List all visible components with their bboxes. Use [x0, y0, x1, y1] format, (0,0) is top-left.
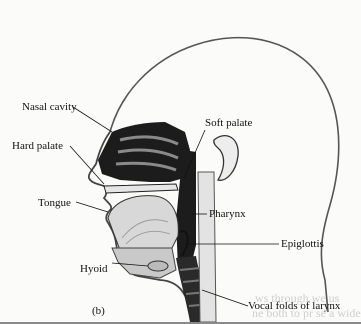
label-tongue: Tongue	[38, 197, 71, 209]
label-hyoid: Hyoid	[80, 263, 108, 275]
spine-column	[198, 172, 216, 322]
pointer-nasal-cavity	[73, 107, 112, 132]
label-hard-palate: Hard palate	[12, 140, 63, 152]
panel-label: (b)	[92, 305, 105, 317]
nasal-cavity-region	[98, 122, 190, 182]
ear-shape	[214, 136, 238, 181]
pointer-tongue	[76, 202, 108, 212]
label-pharynx: Pharynx	[209, 208, 246, 220]
hyoid-bone	[148, 261, 168, 271]
tongue-shape	[108, 196, 178, 250]
hard-palate-shape	[104, 184, 178, 193]
label-soft-palate: Soft palate	[205, 117, 252, 129]
label-vocal-folds: Vocal folds of larynx	[248, 300, 340, 312]
label-nasal-cavity: Nasal cavity	[22, 101, 77, 113]
label-epiglottis: Epiglottis	[281, 238, 324, 250]
